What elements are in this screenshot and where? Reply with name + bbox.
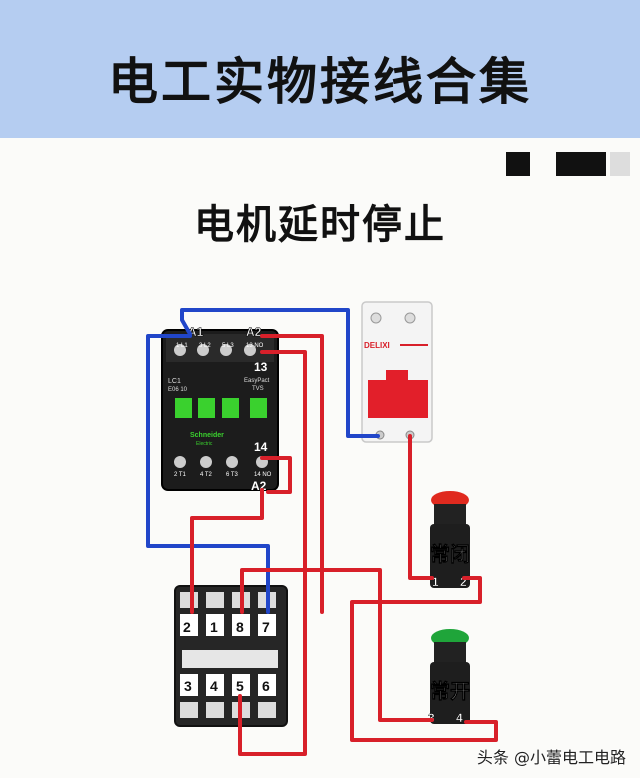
wire-red xyxy=(260,334,324,614)
relay-terminal xyxy=(232,674,250,696)
wire-red xyxy=(238,350,307,756)
relay-terminal-label: 6 xyxy=(262,678,270,694)
button-terminal: 4 xyxy=(456,711,463,725)
page-title: 电工实物接线合集 xyxy=(108,53,532,111)
screw-icon xyxy=(244,344,256,356)
title-banner: 电工实物接线合集 xyxy=(0,0,640,138)
diagram-subtitle: 电机延时停止 xyxy=(194,202,446,248)
relay-terminal xyxy=(180,614,198,636)
wire-red xyxy=(240,568,434,722)
button-terminal: 1 xyxy=(432,575,439,589)
model-sub-label: E06 10 xyxy=(168,387,188,393)
coil-label-a2: A2 xyxy=(246,325,262,339)
screw-icon xyxy=(197,344,209,356)
contactor: 1 L1 3 L2 5 L3 13 NO A1 A2 13 LC1 E06 10… xyxy=(161,325,279,493)
relay-terminal-label: 5 xyxy=(236,678,244,694)
wire-red xyxy=(190,488,264,614)
terminal-label: 5 L3 xyxy=(222,343,234,349)
wire-red xyxy=(260,456,292,494)
relay-terminal xyxy=(258,674,276,696)
terminal-label: 13 NO xyxy=(246,343,264,349)
screw-icon xyxy=(404,312,416,324)
relay-terminal-label: 2 xyxy=(183,619,191,635)
breaker-brand: DELIXI xyxy=(364,341,390,350)
contact-window xyxy=(198,398,215,418)
relay-terminal xyxy=(258,614,276,636)
redaction-block xyxy=(610,152,630,176)
coil-label-a2-bottom: A2 xyxy=(251,479,267,493)
watermark: 头条 @小蕾电工电路 xyxy=(476,748,626,767)
button-normally-closed: 常闭 1 2 xyxy=(430,491,470,589)
series-label: EasyPact xyxy=(244,378,270,384)
terminal-label: 3 L2 xyxy=(199,343,211,349)
wire-red xyxy=(350,576,498,742)
screw-icon xyxy=(370,312,382,324)
breaker-switch xyxy=(368,380,428,418)
button-terminal: 2 xyxy=(460,575,467,589)
button-label-nc: 常闭 xyxy=(430,542,470,566)
aux-label-13: 13 xyxy=(254,360,268,374)
brand-sub-label: Electric xyxy=(196,441,213,447)
wiring-diagram: 1 L1 3 L2 5 L3 13 NO A1 A2 13 LC1 E06 10… xyxy=(146,301,498,756)
screw-icon xyxy=(174,456,186,468)
wires xyxy=(146,308,498,756)
screw-icon xyxy=(200,456,212,468)
brand-label: Schneider xyxy=(190,432,224,439)
model-label: LC1 xyxy=(168,378,181,385)
wire-blue xyxy=(180,308,380,438)
redaction-block xyxy=(556,152,606,176)
redaction-block xyxy=(506,152,530,176)
relay-terminal xyxy=(206,674,224,696)
relay-terminal xyxy=(232,614,250,636)
relay-terminal-label: 1 xyxy=(210,619,218,635)
button-normally-open: 常开 3 4 xyxy=(428,629,470,725)
relay-terminal-label: 4 xyxy=(210,678,218,694)
time-relay-base: 2 1 8 7 3 4 5 6 xyxy=(174,585,288,727)
screw-icon xyxy=(226,456,238,468)
screw-icon xyxy=(220,344,232,356)
terminal-label: 4 T2 xyxy=(200,472,213,478)
contact-window xyxy=(222,398,239,418)
wire-red xyxy=(408,434,434,580)
contact-window xyxy=(250,398,267,418)
aux-label-14: 14 xyxy=(254,440,268,454)
relay-terminal-label: 3 xyxy=(184,678,192,694)
terminal-label: 14 NO xyxy=(254,472,272,478)
screw-icon xyxy=(174,344,186,356)
circuit-breaker: DELIXI xyxy=(361,301,433,443)
button-label-no: 常开 xyxy=(430,679,470,703)
contact-window xyxy=(175,398,192,418)
terminal-label: 1 L1 xyxy=(176,343,188,349)
relay-terminal-label: 8 xyxy=(236,619,244,635)
relay-terminal xyxy=(180,674,198,696)
relay-terminal-label: 7 xyxy=(262,619,270,635)
terminal-label: 2 T1 xyxy=(174,472,187,478)
relay-terminal xyxy=(206,614,224,636)
series-sub-label: TVS xyxy=(252,386,264,392)
terminal-label: 6 T3 xyxy=(226,472,239,478)
